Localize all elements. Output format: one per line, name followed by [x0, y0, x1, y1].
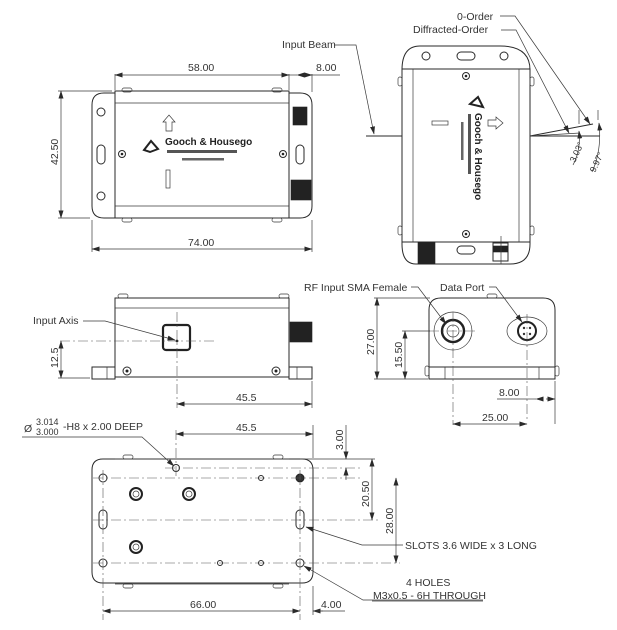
right-view-housing	[401, 68, 531, 243]
right-top-view: Gooch & Housego Input Beam 0-Order Diffr…	[282, 11, 606, 265]
dim-hole-spacing-v: 28.00	[384, 508, 396, 534]
dim-end-height: 27.00	[365, 329, 377, 355]
aperture-slot	[165, 169, 171, 189]
dim-rf-height: 15.50	[393, 342, 405, 368]
data-port-connector	[292, 106, 308, 126]
serial-number-illegible	[182, 158, 224, 161]
dowel-lower-tolerance: 3.000	[36, 427, 59, 437]
rf-input-label: RF Input SMA Female	[304, 282, 407, 294]
end-view: RF Input SMA Female Data Port 27.00 15.5…	[304, 282, 560, 427]
brand-label: Gooch & Housego	[165, 137, 252, 148]
dim-rf-offset: 25.00	[482, 412, 508, 424]
dim-dowel-from-edge: 3.00	[334, 429, 346, 450]
input-aperture	[161, 323, 192, 352]
dim-edge-offset: 4.00	[321, 599, 342, 611]
zero-order-label: 0-Order	[457, 11, 494, 23]
diffracted-beam	[529, 123, 594, 137]
end-view-housing	[428, 297, 556, 378]
dim-axis-offset: 45.5	[236, 392, 257, 404]
side-view: Input Axis 12.5 45.5	[33, 293, 313, 408]
dim-hole-spacing-h: 66.00	[190, 599, 216, 611]
beam-direction-arrow-icon	[487, 116, 504, 130]
angle-large: 9.97°	[588, 150, 606, 174]
model-number-illegible	[468, 114, 471, 174]
mounting-hole	[96, 191, 106, 201]
top-view: Gooch & Housego 58.00 8.00 42.50 74.00	[49, 62, 340, 252]
angle-small: 3.03°	[568, 140, 586, 164]
dowel-spec: -H8 x 2.00 DEEP	[63, 421, 143, 433]
slots-label: SLOTS 3.6 WIDE x 3 LONG	[405, 540, 537, 552]
side-view-housing	[114, 297, 290, 378]
bottom-view: Ø 3.014 3.000 -H8 x 2.00 DEEP 45.5 3.00 …	[22, 417, 537, 620]
diffracted-order-label: Diffracted-Order	[413, 24, 489, 36]
holes-count-label: 4 HOLES	[406, 577, 450, 589]
model-number-illegible	[167, 150, 237, 153]
serial-number-illegible	[461, 122, 464, 160]
mounting-slot	[96, 144, 106, 165]
data-port-connector	[492, 245, 509, 253]
dim-height: 42.50	[49, 139, 61, 165]
dowel-diameter-symbol: Ø	[24, 423, 32, 435]
dim-connector-offset: 8.00	[316, 62, 337, 74]
rf-sma-connector	[289, 321, 313, 343]
data-port-label: Data Port	[440, 282, 484, 294]
brand-label: Gooch & Housego	[472, 113, 483, 200]
dim-slot-height: 20.50	[360, 481, 372, 507]
rf-sma-connector	[417, 241, 436, 265]
mounting-hole	[96, 107, 106, 117]
company-logo-icon	[467, 95, 485, 109]
beam-direction-arrow-icon	[162, 114, 176, 132]
holes-spec-label: M3x0.5 - 6H THROUGH	[373, 590, 486, 602]
dim-dowel-offset: 45.5	[236, 422, 257, 434]
company-logo-icon	[142, 139, 160, 154]
dim-overall-length: 74.00	[188, 237, 214, 249]
dim-axis-height: 12.5	[49, 347, 61, 368]
dowel-upper-tolerance: 3.014	[36, 417, 59, 427]
mounting-slot	[295, 144, 305, 165]
input-axis-label: Input Axis	[33, 315, 79, 327]
right-view-flange	[401, 45, 531, 265]
dim-data-offset: 8.00	[499, 387, 520, 399]
top-view-housing	[114, 90, 290, 219]
dim-length: 58.00	[188, 62, 214, 74]
rf-sma-connector	[290, 179, 312, 201]
input-beam-label: Input Beam	[282, 39, 336, 51]
bottom-plate	[91, 458, 314, 584]
